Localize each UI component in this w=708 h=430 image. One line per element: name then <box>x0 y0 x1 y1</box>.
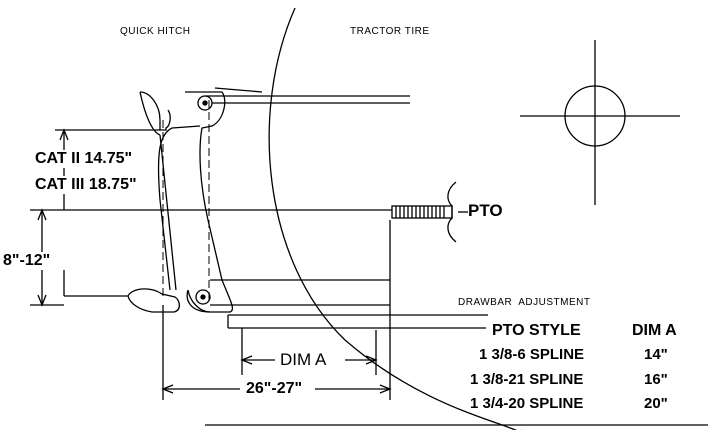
pto-label: PTO <box>468 201 503 220</box>
dim-a-label: DIM A <box>280 350 327 369</box>
cat3-label: CAT III 18.75" <box>34 176 138 194</box>
range-8-12-label: 8"-12" <box>3 252 51 270</box>
table-row-dim: 20" <box>644 395 668 412</box>
tractor-tire-label: TRACTOR TIRE <box>350 26 430 37</box>
range-26-27-label: 26"-27" <box>246 380 303 397</box>
table-header-dim-a: DIM A <box>632 322 677 339</box>
drawbar-adjustment-label: DRAWBAR ADJUSTMENT <box>458 297 591 308</box>
upper-hook <box>139 91 171 131</box>
bottom-pin <box>195 289 211 305</box>
table-row-style: 1 3/8-21 SPLINE <box>470 371 584 388</box>
table-row-style: 1 3/8-6 SPLINE <box>479 346 585 363</box>
table-header-pto-style: PTO STYLE <box>492 322 581 339</box>
quick-hitch-label: QUICK HITCH <box>120 26 191 37</box>
table-row-dim: 16" <box>644 371 668 388</box>
top-pin <box>197 95 213 111</box>
tractor-tire-arc <box>268 7 518 430</box>
cat2-label: CAT II 14.75" <box>34 150 134 168</box>
table-row-style: 1 3/4-20 SPLINE <box>470 395 584 412</box>
lower-hook <box>127 288 181 313</box>
table-row-dim: 14" <box>644 346 668 363</box>
pto-shaft <box>391 205 453 219</box>
